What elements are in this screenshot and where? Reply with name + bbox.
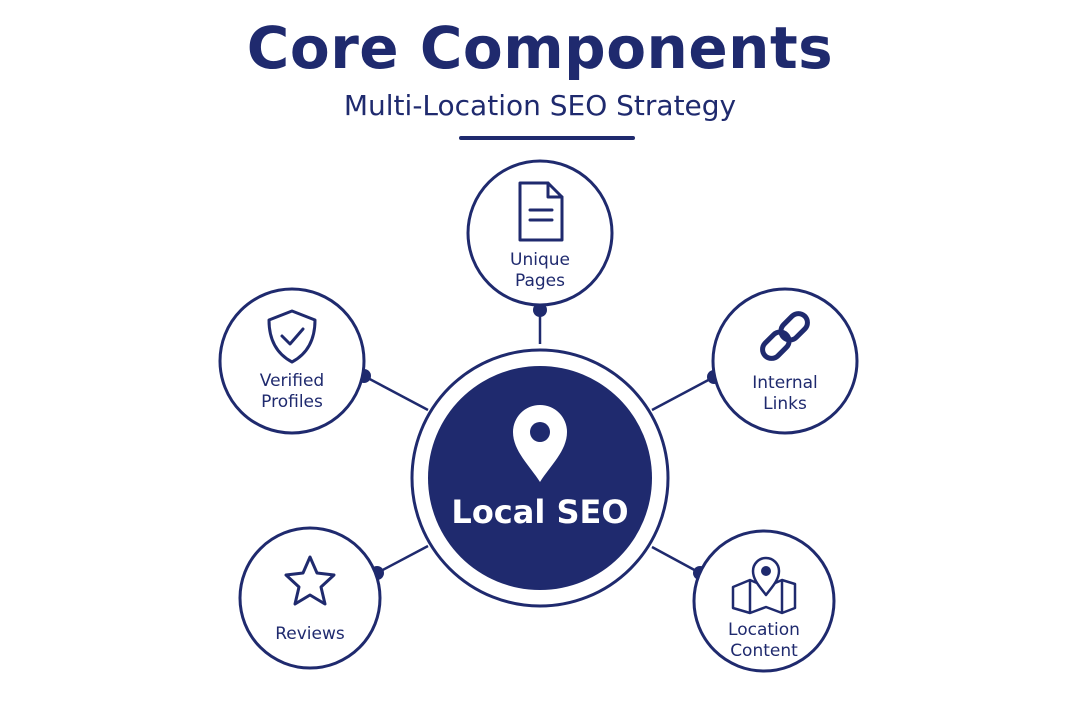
link-icon xyxy=(760,311,810,361)
node-circle-unique-pages xyxy=(466,159,614,307)
node-label-reviews: Reviews xyxy=(240,624,380,645)
title-divider xyxy=(459,136,635,140)
node-circle-reviews xyxy=(238,526,382,670)
node-label-internal-links: Internal Links xyxy=(715,373,855,415)
node-label-line: Pages xyxy=(514,271,565,291)
page-subtitle: Multi-Location SEO Strategy xyxy=(343,89,737,122)
node-label-line: Unique xyxy=(510,250,570,270)
node-circle-location-content xyxy=(692,529,836,673)
map-pin-icon xyxy=(513,405,567,482)
node-label-line: Internal xyxy=(752,373,818,393)
node-label-location-content: Location Content xyxy=(694,620,834,662)
connector-internal-links xyxy=(651,375,715,412)
connector-location-content xyxy=(651,545,701,575)
map-location-icon xyxy=(731,556,797,615)
connector-verified-profiles xyxy=(363,374,429,412)
node-label-line: Location xyxy=(728,620,800,640)
node-label-line: Content xyxy=(730,641,798,661)
node-label-line: Reviews xyxy=(275,624,345,644)
hub-label: Local SEO xyxy=(451,493,629,531)
node-label-line: Verified xyxy=(259,371,325,391)
node-label-unique-pages: Unique Pages xyxy=(470,250,610,292)
document-icon xyxy=(518,181,564,242)
node-label-verified-profiles: Verified Profiles xyxy=(222,371,362,413)
node-circle-internal-links xyxy=(711,287,859,435)
star-icon xyxy=(284,555,336,606)
node-label-line: Profiles xyxy=(261,392,323,412)
shield-check-icon xyxy=(267,309,317,364)
connector-reviews xyxy=(376,544,429,575)
page-title: Core Components xyxy=(246,14,834,82)
connector-dot xyxy=(533,303,547,317)
node-label-line: Links xyxy=(763,394,807,414)
